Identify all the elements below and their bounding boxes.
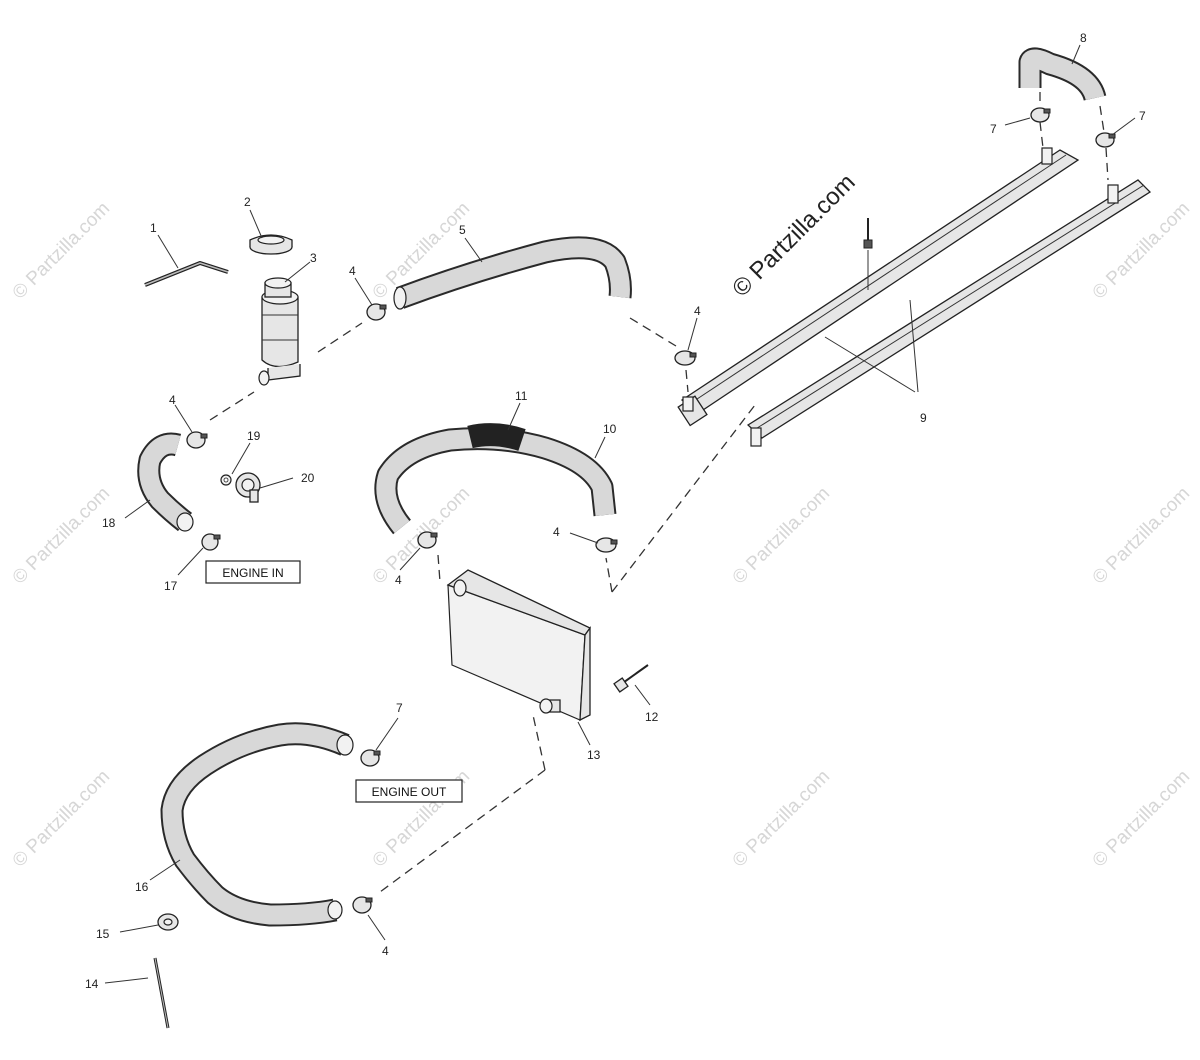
bolt [613,664,649,693]
watermark: © Partzilla.com [1089,483,1194,588]
callout-10: 10 [603,422,617,436]
upper-hose [393,236,632,310]
callout-4: 4 [694,304,701,318]
callout-13: 13 [587,748,601,762]
callout-7: 7 [990,122,997,136]
washer [220,474,232,486]
watermark: © Partzilla.com [729,483,834,588]
hose-p-clamp [157,913,179,931]
callout-5: 5 [459,223,466,237]
watermark: © Partzilla.com [9,483,114,588]
rail-screw [863,218,873,290]
callout-2: 2 [244,195,251,209]
engine-in-label: ENGINE IN [205,560,301,584]
p-clamp [235,472,261,503]
hose-clamp [352,896,373,914]
callout-7: 7 [396,701,403,715]
hose-clamp [186,431,208,449]
radiator-hose [374,423,617,535]
engine-in-hose [137,432,194,532]
callout-1: 1 [150,221,157,235]
crossover-hose [1018,47,1107,102]
hose-clamp [417,531,438,549]
callout-4: 4 [553,525,560,539]
callout-numbers: 1 2 3 4 5 4 8 7 7 9 4 19 20 18 17 11 10 … [85,31,1146,991]
engine-out-text: ENGINE OUT [372,785,447,799]
watermark: © Partzilla.com [9,766,114,871]
callout-4: 4 [349,264,356,278]
callout-19: 19 [247,429,261,443]
callout-15: 15 [96,927,110,941]
callout-9: 9 [920,411,927,425]
watermark-prominent: © Partzilla.com [727,169,860,302]
hose-clamp [201,533,221,551]
leader-lines [104,44,1136,984]
callout-8: 8 [1080,31,1087,45]
callout-12: 12 [645,710,659,724]
engine-in-text: ENGINE IN [222,566,283,580]
hose-clamp [360,749,381,767]
flow-lines [209,92,1109,893]
callout-20: 20 [301,471,315,485]
callout-16: 16 [135,880,149,894]
callout-4: 4 [169,393,176,407]
callout-18: 18 [102,516,116,530]
watermark: © Partzilla.com [9,198,114,303]
watermark: © Partzilla.com [1089,766,1194,871]
hose-clamps [186,107,1116,914]
hose-clamp [595,537,618,553]
cable-tie [153,957,170,1029]
coolant-reservoir [258,277,301,386]
callout-14: 14 [85,977,99,991]
hose-clamp [674,350,697,366]
hose-clamp [366,303,387,321]
hose-clamp [1030,107,1051,123]
callout-4: 4 [395,573,402,587]
callout-17: 17 [164,579,178,593]
reservoir-cap [249,234,293,255]
hose-clamp [1095,132,1116,148]
callout-3: 3 [310,251,317,265]
heat-exchanger-rails [677,147,1152,447]
heat-exchanger-panel [446,569,591,722]
callout-4: 4 [382,944,389,958]
hex-key [144,261,229,287]
watermark: © Partzilla.com [729,766,834,871]
callout-11: 11 [515,389,528,403]
engine-out-label: ENGINE OUT [355,779,463,803]
engine-out-hose [160,722,354,927]
callout-7: 7 [1139,109,1146,123]
